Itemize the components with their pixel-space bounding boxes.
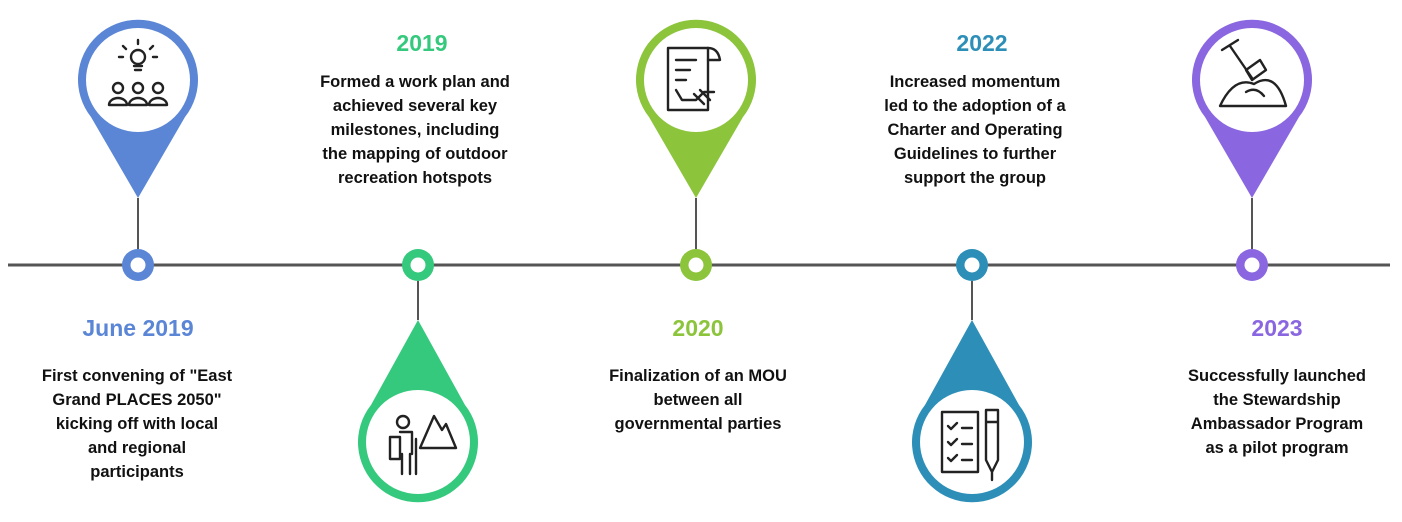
hiker-mountain-icon (388, 414, 458, 476)
event-description-june-2019: First convening of "East Grand PLACES 20… (12, 364, 262, 484)
event-description-2019: Formed a work plan and achieved several … (290, 70, 540, 190)
desc-line: Successfully launched (1188, 367, 1366, 385)
timeline-node-center (410, 257, 426, 273)
pin-icon-backdrop (366, 390, 470, 494)
event-description-2022: Increased momentum led to the adoption o… (850, 70, 1100, 190)
desc-line: participants (90, 463, 184, 481)
event-year-2022: 2022 (956, 30, 1008, 56)
presentation-audience-icon (107, 38, 169, 107)
event-description-2020: Finalization of an MOU between all gover… (573, 364, 823, 436)
desc-line: Grand PLACES 2050" (52, 391, 222, 409)
event-year-june-2019: June 2019 (82, 315, 194, 341)
desc-line: Increased momentum (889, 73, 1061, 91)
desc-line: Ambassador Program (1190, 415, 1364, 433)
milestone-5 (1192, 19, 1312, 281)
desc-line: Finalization of an MOU (609, 367, 787, 385)
desc-line: between all (653, 391, 743, 409)
desc-line: as a pilot program (1205, 439, 1349, 457)
milestone-3 (636, 19, 756, 281)
desc-line: and regional (87, 439, 187, 457)
desc-line: Formed a work plan and (320, 73, 510, 91)
desc-line: Guidelines to further (893, 145, 1057, 163)
desc-line: achieved several key (332, 97, 498, 115)
event-description-2023: Successfully launched the Stewardship Am… (1152, 364, 1402, 460)
timeline-node-center (1244, 257, 1260, 273)
pin-icon-backdrop (644, 28, 748, 132)
desc-line: the Stewardship (1213, 391, 1341, 409)
desc-line: support the group (903, 169, 1047, 187)
event-year-2020: 2020 (672, 315, 724, 341)
timeline-node-center (130, 257, 146, 273)
desc-line: Charter and Operating (887, 121, 1063, 139)
milestone-1 (78, 19, 199, 281)
desc-line: the mapping of outdoor (322, 145, 508, 163)
desc-line: milestones, including (330, 121, 500, 139)
milestone-4 (912, 249, 1033, 503)
desc-line: governmental parties (614, 415, 782, 433)
milestone-2 (358, 249, 478, 503)
event-year-2023: 2023 (1251, 315, 1303, 341)
shovel-dirt-icon (1218, 38, 1288, 108)
contract-handshake-icon (666, 46, 722, 112)
timeline-node-center (688, 257, 704, 273)
desc-line: led to the adoption of a (884, 97, 1066, 115)
timeline-node-center (964, 257, 980, 273)
desc-line: First convening of "East (41, 367, 233, 385)
pin-icon-backdrop (920, 390, 1024, 494)
desc-line: kicking off with local (55, 415, 219, 433)
desc-line: recreation hotspots (337, 169, 493, 187)
event-year-2019: 2019 (396, 30, 448, 56)
checklist-pen-icon (940, 408, 1000, 482)
